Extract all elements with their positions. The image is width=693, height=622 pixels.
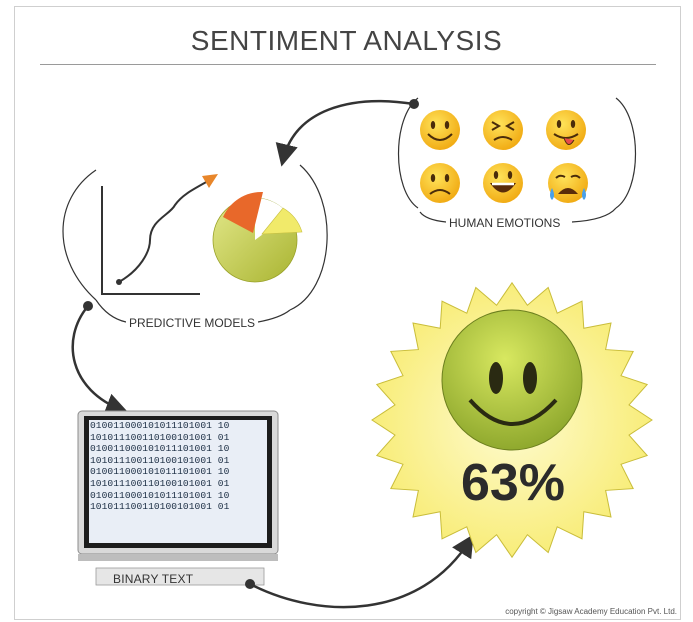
binary-line: 101011100110100101001 01 xyxy=(90,501,230,513)
title-divider xyxy=(40,64,656,65)
monitor-icon xyxy=(77,410,279,586)
predictive-models-label: PREDICTIVE MODELS xyxy=(126,316,259,330)
human-emotions-label: HUMAN EMOTIONS xyxy=(446,216,564,230)
tongue-out-face-icon xyxy=(546,110,586,150)
binary-line: 010011000101011101001 10 xyxy=(90,443,230,455)
connector-dot xyxy=(409,99,419,109)
binary-text-screen: 010011000101011101001 10 101011100110100… xyxy=(90,420,266,542)
models-bracket-right xyxy=(289,164,328,311)
emotions-bracket xyxy=(397,97,419,209)
models-underline xyxy=(95,299,291,323)
growth-start-dot xyxy=(116,279,122,285)
growth-arrowhead xyxy=(202,174,218,188)
result-starburst xyxy=(371,281,653,559)
squinting-face-icon xyxy=(483,110,523,150)
copyright-notice: copyright © Jigsaw Academy Education Pvt… xyxy=(505,607,677,616)
predictive-models-group xyxy=(62,164,328,323)
sad-face-icon xyxy=(420,163,460,203)
binary-line: 010011000101011101001 10 xyxy=(90,489,230,501)
binary-line: 101011100110100101001 01 xyxy=(90,477,230,489)
binary-text-label: BINARY TEXT xyxy=(113,572,194,586)
binary-line: 101011100110100101001 01 xyxy=(90,454,230,466)
result-percentage: 63% xyxy=(460,454,566,512)
human-emotions-group xyxy=(397,97,637,223)
chart-axes xyxy=(101,186,200,295)
binary-line: 010011000101011101001 10 xyxy=(90,420,230,431)
grinning-face-icon xyxy=(483,163,523,203)
connector-dot xyxy=(83,301,93,311)
arrow-emotions-to-models xyxy=(275,99,415,167)
binary-line: 101011100110100101001 01 xyxy=(90,431,230,443)
emotions-bracket-right xyxy=(615,97,637,209)
page-title: SENTIMENT ANALYSIS xyxy=(190,25,503,56)
arrow-models-to-binary xyxy=(71,305,129,415)
arrow-binary-to-result xyxy=(249,534,474,609)
models-bracket-left xyxy=(62,169,97,301)
connector-dot xyxy=(245,579,255,589)
smiling-face-icon xyxy=(420,110,460,150)
big-smiley-icon xyxy=(441,309,583,451)
crying-face-icon xyxy=(548,163,588,203)
binary-line: 010011000101011101001 10 xyxy=(90,466,230,478)
pie-chart-icon xyxy=(212,191,303,283)
emotions-underline xyxy=(419,207,617,223)
growth-line xyxy=(118,179,211,283)
